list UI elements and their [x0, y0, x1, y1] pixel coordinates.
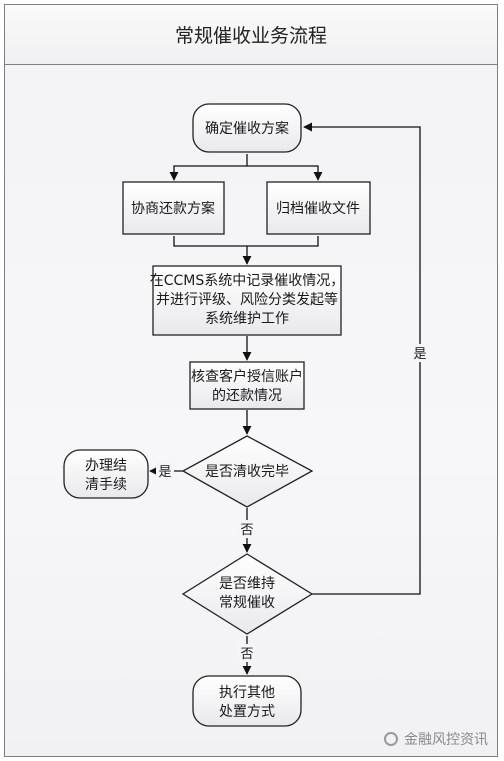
node-record-ccms-line2: 并进行评级、风险分类发起等	[156, 291, 338, 308]
node-record-ccms: 在CCMS系统中记录催收情况， 并进行评级、风险分类发起等 系统维护工作	[150, 265, 345, 336]
edge-label-maintain-yes: 是	[413, 347, 426, 362]
node-decision-maintain-line2: 常规催收	[219, 595, 275, 611]
watermark: 金融风控资讯	[384, 729, 488, 749]
edge-label-cleared-no: 否	[240, 523, 253, 538]
node-check-account: 核查客户授信账户 的还款情况	[189, 361, 305, 410]
edge-label-maintain-no: 否	[240, 647, 253, 662]
node-decision-cleared-label: 是否清收完毕	[205, 464, 289, 480]
node-decision-maintain-line1: 是否维持	[219, 576, 275, 592]
node-decision-maintain: 是否维持 常规催收	[181, 553, 314, 635]
edge-label-cleared-yes: 是	[158, 465, 171, 480]
wechat-icon	[384, 732, 398, 746]
edge-confirm-split-right	[247, 165, 323, 181]
edge-confirm-split	[169, 154, 248, 181]
node-record-ccms-line3: 系统维护工作	[205, 311, 289, 327]
node-check-account-line1: 核查客户授信账户	[191, 368, 303, 385]
node-negotiate-plan: 协商还款方案	[122, 181, 225, 235]
watermark-text: 金融风控资讯	[404, 732, 488, 748]
node-confirm-plan-label: 确定催收方案	[205, 120, 289, 137]
node-check-account-line2: 的还款情况	[212, 388, 282, 404]
edge-merge-left	[173, 236, 247, 247]
node-confirm-plan: 确定催收方案	[192, 103, 302, 153]
node-archive-docs-label: 归档催收文件	[276, 200, 360, 217]
node-settle: 办理结 清手续	[63, 449, 149, 499]
node-settle-line2: 清手续	[85, 476, 127, 493]
node-other-disposal-line1: 执行其他	[219, 685, 275, 701]
node-other-disposal: 执行其他 处置方式	[192, 675, 302, 727]
edge-merge-right	[247, 236, 319, 247]
node-record-ccms-line1: 在CCMS系统中记录催收情况，	[150, 273, 345, 289]
node-settle-line1: 办理结	[85, 458, 127, 474]
node-other-disposal-line2: 处置方式	[219, 704, 275, 720]
diagram-title: 常规催收业务流程	[5, 5, 497, 65]
node-negotiate-plan-label: 协商还款方案	[131, 200, 215, 217]
node-decision-cleared: 是否清收完毕	[181, 435, 314, 508]
node-archive-docs: 归档催收文件	[266, 181, 371, 235]
